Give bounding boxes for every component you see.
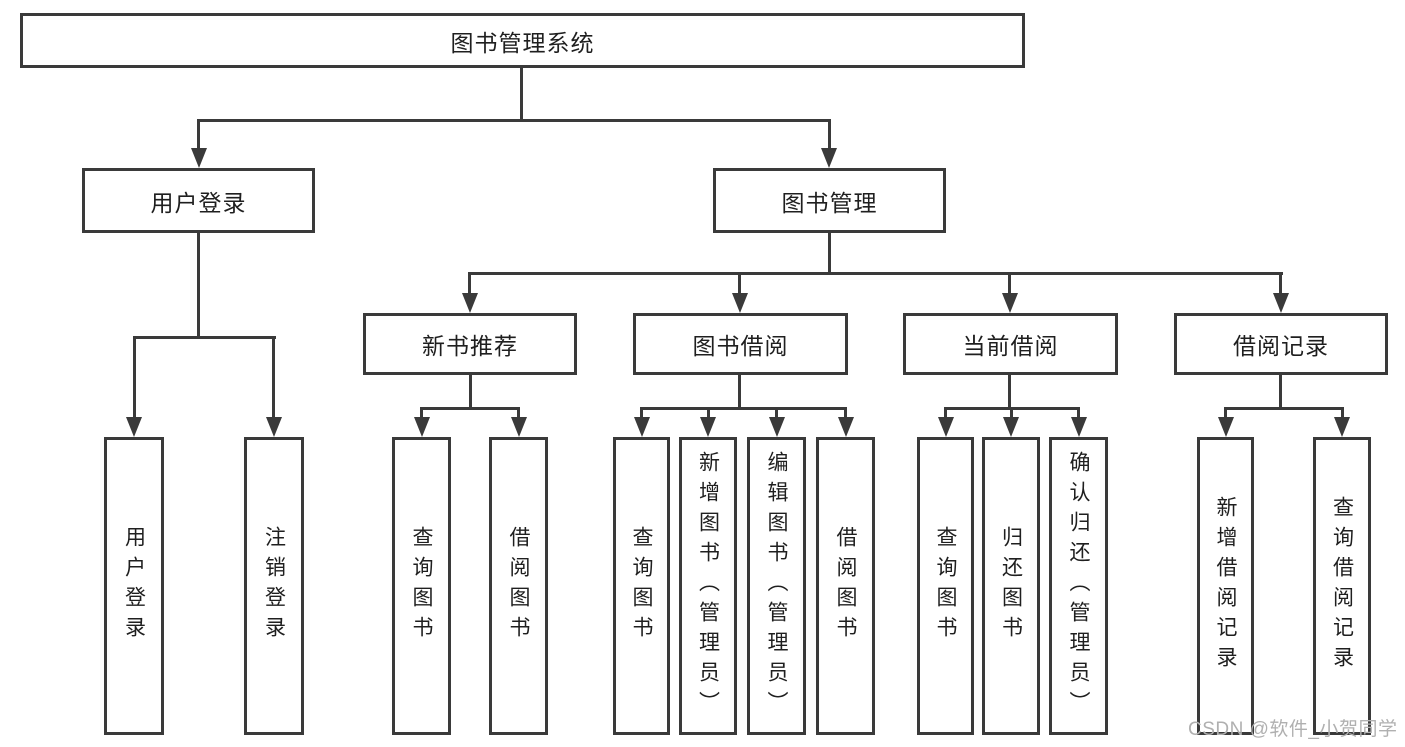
leaf-query-books-borrow-label: 查询图书 xyxy=(630,526,653,646)
leaf-confirm-return-admin: 确认归还（管理员） xyxy=(1049,437,1108,735)
connector-trunk xyxy=(738,375,741,410)
connector-drop xyxy=(272,336,275,420)
node-current-borrow-label: 当前借阅 xyxy=(962,333,1059,359)
leaf-user-login-label: 用户登录 xyxy=(122,526,146,646)
node-root: 图书管理系统 xyxy=(20,13,1025,68)
arrow-down-icon xyxy=(634,417,650,437)
connector-drop xyxy=(1010,407,1013,419)
connector-trunk xyxy=(1008,375,1011,410)
arrow-down-icon xyxy=(1334,417,1350,437)
node-new-book-recommend-label: 新书推荐 xyxy=(422,333,518,359)
arrow-down-icon xyxy=(1273,293,1289,313)
arrow-down-icon xyxy=(1002,293,1018,313)
connector-drop xyxy=(828,119,831,151)
node-book-borrow: 图书借阅 xyxy=(633,313,848,375)
leaf-borrow-books-recommend-label: 借阅图书 xyxy=(507,526,530,646)
connector-rail xyxy=(133,336,276,339)
arrow-down-icon xyxy=(191,148,207,168)
leaf-logout-label: 注销登录 xyxy=(262,526,286,646)
arrow-down-icon xyxy=(769,417,785,437)
connector-drop xyxy=(1279,272,1282,296)
connector-trunk xyxy=(1279,375,1282,410)
leaf-query-books-current: 查询图书 xyxy=(917,437,974,735)
leaf-query-borrow-record-label: 查询借阅记录 xyxy=(1330,496,1354,676)
leaf-query-books-current-label: 查询图书 xyxy=(934,526,957,646)
connector-drop xyxy=(197,119,200,151)
connector-trunk xyxy=(469,375,472,410)
connector-drop xyxy=(468,272,471,296)
connector-drop xyxy=(133,336,136,420)
connector-rail xyxy=(469,272,1283,275)
node-user-login-label: 用户登录 xyxy=(150,189,247,216)
connector-root-rail xyxy=(197,119,831,122)
connector-drop xyxy=(707,407,710,419)
arrow-down-icon xyxy=(1071,417,1087,437)
arrow-down-icon xyxy=(821,148,837,168)
arrow-down-icon xyxy=(1003,417,1019,437)
arrow-down-icon xyxy=(511,417,527,437)
connector-rail xyxy=(640,407,847,410)
connector-trunk xyxy=(197,233,200,339)
connector-rail xyxy=(420,407,520,410)
arrow-down-icon xyxy=(732,293,748,313)
watermark: CSDN @软件_小贺同学 xyxy=(1188,719,1398,740)
node-book-management-label: 图书管理 xyxy=(781,189,878,216)
leaf-query-books-recommend-label: 查询图书 xyxy=(410,526,433,646)
node-book-management: 图书管理 xyxy=(713,168,946,233)
connector-drop xyxy=(1224,407,1227,419)
node-user-login: 用户登录 xyxy=(82,168,315,233)
node-book-borrow-label: 图书借阅 xyxy=(692,333,789,359)
leaf-confirm-return-admin-label: 确认归还（管理员） xyxy=(1067,451,1090,721)
arrow-down-icon xyxy=(838,417,854,437)
connector-rail xyxy=(1224,407,1344,410)
leaf-edit-books-admin-label: 编辑图书（管理员） xyxy=(765,451,788,721)
leaf-add-books-admin: 新增图书（管理员） xyxy=(679,437,737,735)
connector-drop xyxy=(1341,407,1344,419)
leaf-borrow-books-recommend: 借阅图书 xyxy=(489,437,548,735)
leaf-user-login: 用户登录 xyxy=(104,437,164,735)
arrow-down-icon xyxy=(266,417,282,437)
arrow-down-icon xyxy=(414,417,430,437)
connector-drop xyxy=(944,407,947,419)
connector-root-trunk xyxy=(520,68,523,122)
connector-drop xyxy=(1077,407,1080,419)
arrow-down-icon xyxy=(938,417,954,437)
node-new-book-recommend: 新书推荐 xyxy=(363,313,577,375)
arrow-down-icon xyxy=(126,417,142,437)
leaf-query-borrow-record: 查询借阅记录 xyxy=(1313,437,1371,735)
leaf-add-borrow-record-label: 新增借阅记录 xyxy=(1214,496,1237,676)
connector-drop xyxy=(844,407,847,419)
leaf-add-borrow-record: 新增借阅记录 xyxy=(1197,437,1254,735)
leaf-borrow-books: 借阅图书 xyxy=(816,437,875,735)
arrow-down-icon xyxy=(462,293,478,313)
leaf-logout: 注销登录 xyxy=(244,437,304,735)
leaf-borrow-books-label: 借阅图书 xyxy=(834,526,857,646)
connector-drop xyxy=(517,407,520,419)
node-borrow-records-label: 借阅记录 xyxy=(1233,333,1329,359)
arrow-down-icon xyxy=(700,417,716,437)
leaf-add-books-admin-label: 新增图书（管理员） xyxy=(696,451,720,721)
leaf-return-books: 归还图书 xyxy=(982,437,1040,735)
arrow-down-icon xyxy=(1218,417,1234,437)
connector-drop xyxy=(775,407,778,419)
leaf-query-books-recommend: 查询图书 xyxy=(392,437,451,735)
leaf-edit-books-admin: 编辑图书（管理员） xyxy=(747,437,806,735)
node-current-borrow: 当前借阅 xyxy=(903,313,1118,375)
connector-trunk xyxy=(828,233,831,275)
connector-drop xyxy=(738,272,741,296)
connector-drop xyxy=(1008,272,1011,296)
connector-drop xyxy=(420,407,423,419)
leaf-query-books-borrow: 查询图书 xyxy=(613,437,670,735)
connector-drop xyxy=(640,407,643,419)
node-borrow-records: 借阅记录 xyxy=(1174,313,1388,375)
leaf-return-books-label: 归还图书 xyxy=(999,526,1023,646)
node-root-label: 图书管理系统 xyxy=(450,29,595,56)
